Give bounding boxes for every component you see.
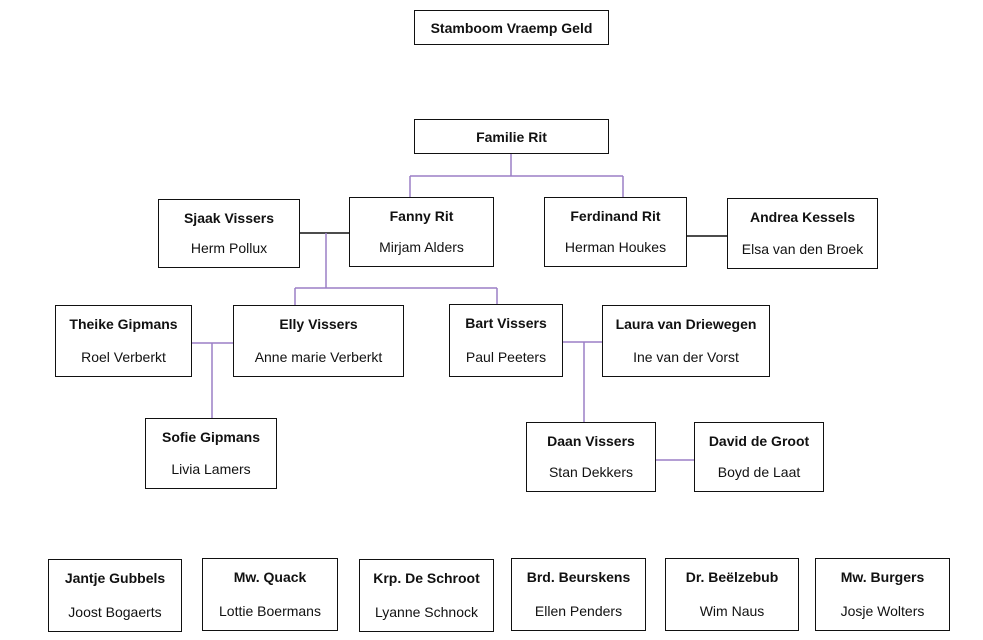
actor-name: Elsa van den Broek [741, 241, 864, 257]
person-box-daan: Daan Vissers Stan Dekkers [526, 422, 656, 492]
actor-name: Paul Peeters [465, 349, 547, 365]
actor-name: Anne marie Verberkt [254, 349, 383, 365]
character-name: Daan Vissers [547, 433, 635, 449]
person-box-laura: Laura van Driewegen Ine van der Vorst [602, 305, 770, 377]
other-character-box: Mw. Burgers Josje Wolters [815, 558, 950, 631]
character-name: Sofie Gipmans [161, 429, 261, 445]
actor-name: Lyanne Schnock [375, 604, 478, 620]
other-character-box: Jantje Gubbels Joost Bogaerts [48, 559, 182, 632]
actor-name: Stan Dekkers [548, 464, 634, 480]
person-box-ferdinand: Ferdinand Rit Herman Houkes [544, 197, 687, 267]
person-box-sjaak: Sjaak Vissers Herm Pollux [158, 199, 300, 268]
character-name: Brd. Beurskens [526, 569, 631, 585]
character-name: David de Groot [708, 433, 810, 449]
person-box-elly: Elly Vissers Anne marie Verberkt [233, 305, 404, 377]
other-character-box: Brd. Beurskens Ellen Penders [511, 558, 646, 631]
actor-name: Lottie Boermans [219, 603, 321, 619]
character-name: Fanny Rit [389, 208, 454, 224]
actor-name: Boyd de Laat [717, 464, 801, 480]
other-character-box: Krp. De Schroot Lyanne Schnock [359, 559, 494, 632]
actor-name: Josje Wolters [840, 603, 925, 619]
character-name: Elly Vissers [279, 316, 358, 332]
character-name: Laura van Driewegen [615, 316, 757, 332]
character-name: Mw. Burgers [840, 569, 925, 585]
person-box-david: David de Groot Boyd de Laat [694, 422, 824, 492]
person-box-bart: Bart Vissers Paul Peeters [449, 304, 563, 377]
character-name: Andrea Kessels [749, 209, 856, 225]
actor-name: Herm Pollux [190, 240, 268, 256]
actor-name: Mirjam Alders [379, 239, 464, 255]
actor-name: Joost Bogaerts [68, 604, 162, 620]
person-box-andrea: Andrea Kessels Elsa van den Broek [727, 198, 878, 269]
diagram-title: Stamboom Vraemp Geld [430, 19, 593, 36]
actor-name: Ine van der Vorst [633, 349, 739, 365]
actor-name: Wim Naus [699, 603, 765, 619]
character-name: Jantje Gubbels [64, 570, 166, 586]
person-box-sofie: Sofie Gipmans Livia Lamers [145, 418, 277, 489]
actor-name: Livia Lamers [171, 461, 251, 477]
person-box-theike: Theike Gipmans Roel Verberkt [55, 305, 192, 377]
character-name: Ferdinand Rit [570, 208, 661, 224]
person-box-fanny: Fanny Rit Mirjam Alders [349, 197, 494, 267]
character-name: Krp. De Schroot [373, 570, 480, 586]
other-character-box: Dr. Beëlzebub Wim Naus [665, 558, 799, 631]
actor-name: Herman Houkes [564, 239, 667, 255]
character-name: Sjaak Vissers [183, 210, 275, 226]
other-character-box: Mw. Quack Lottie Boermans [202, 558, 338, 631]
diagram-title-box: Stamboom Vraemp Geld [414, 10, 609, 45]
character-name: Theike Gipmans [69, 316, 178, 332]
character-name: Bart Vissers [465, 315, 547, 331]
family-box: Familie Rit [414, 119, 609, 154]
character-name: Mw. Quack [233, 569, 307, 585]
actor-name: Roel Verberkt [81, 349, 166, 365]
family-name: Familie Rit [476, 128, 547, 145]
actor-name: Ellen Penders [534, 603, 623, 619]
character-name: Dr. Beëlzebub [685, 569, 779, 585]
